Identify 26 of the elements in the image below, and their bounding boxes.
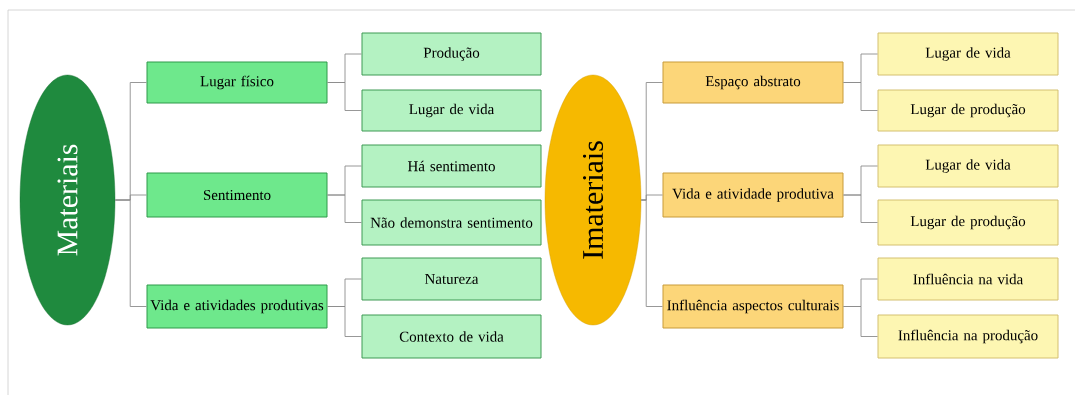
subcategory-box: Natureza [361, 257, 542, 301]
subcategory-box: Lugar de produção [877, 199, 1059, 246]
category-box: Vida e atividade produtiva [662, 172, 844, 218]
subcategory-box: Produção [361, 32, 542, 76]
connector-line [327, 194, 362, 223]
subcategory-box: Não demonstra sentimento [361, 199, 542, 246]
connector-line [327, 306, 362, 337]
subcategory-box: Lugar de produção [877, 89, 1059, 132]
connector-line [843, 194, 878, 223]
subcategory-box: Influência na vida [877, 257, 1059, 301]
subcategory-box: Lugar de vida [361, 89, 542, 132]
subcategory-box: Influência na produção [877, 314, 1059, 359]
connector-line [843, 306, 878, 337]
category-box: Influência aspectos culturais [662, 284, 844, 329]
subcategory-box: Lugar de vida [877, 32, 1059, 76]
category-box: Vida e atividades produtivas [146, 284, 328, 329]
connector-line [843, 82, 878, 111]
category-box: Sentimento [146, 172, 328, 218]
subcategory-box: Lugar de vida [877, 144, 1059, 188]
category-box: Lugar físico [146, 61, 328, 104]
connector-line [327, 82, 362, 111]
subcategory-box: Contexto de vida [361, 314, 542, 359]
connector-line [114, 199, 147, 307]
connector-line [640, 199, 663, 307]
subcategory-box: Há sentimento [361, 144, 542, 188]
category-box: Espaço abstrato [662, 61, 844, 104]
